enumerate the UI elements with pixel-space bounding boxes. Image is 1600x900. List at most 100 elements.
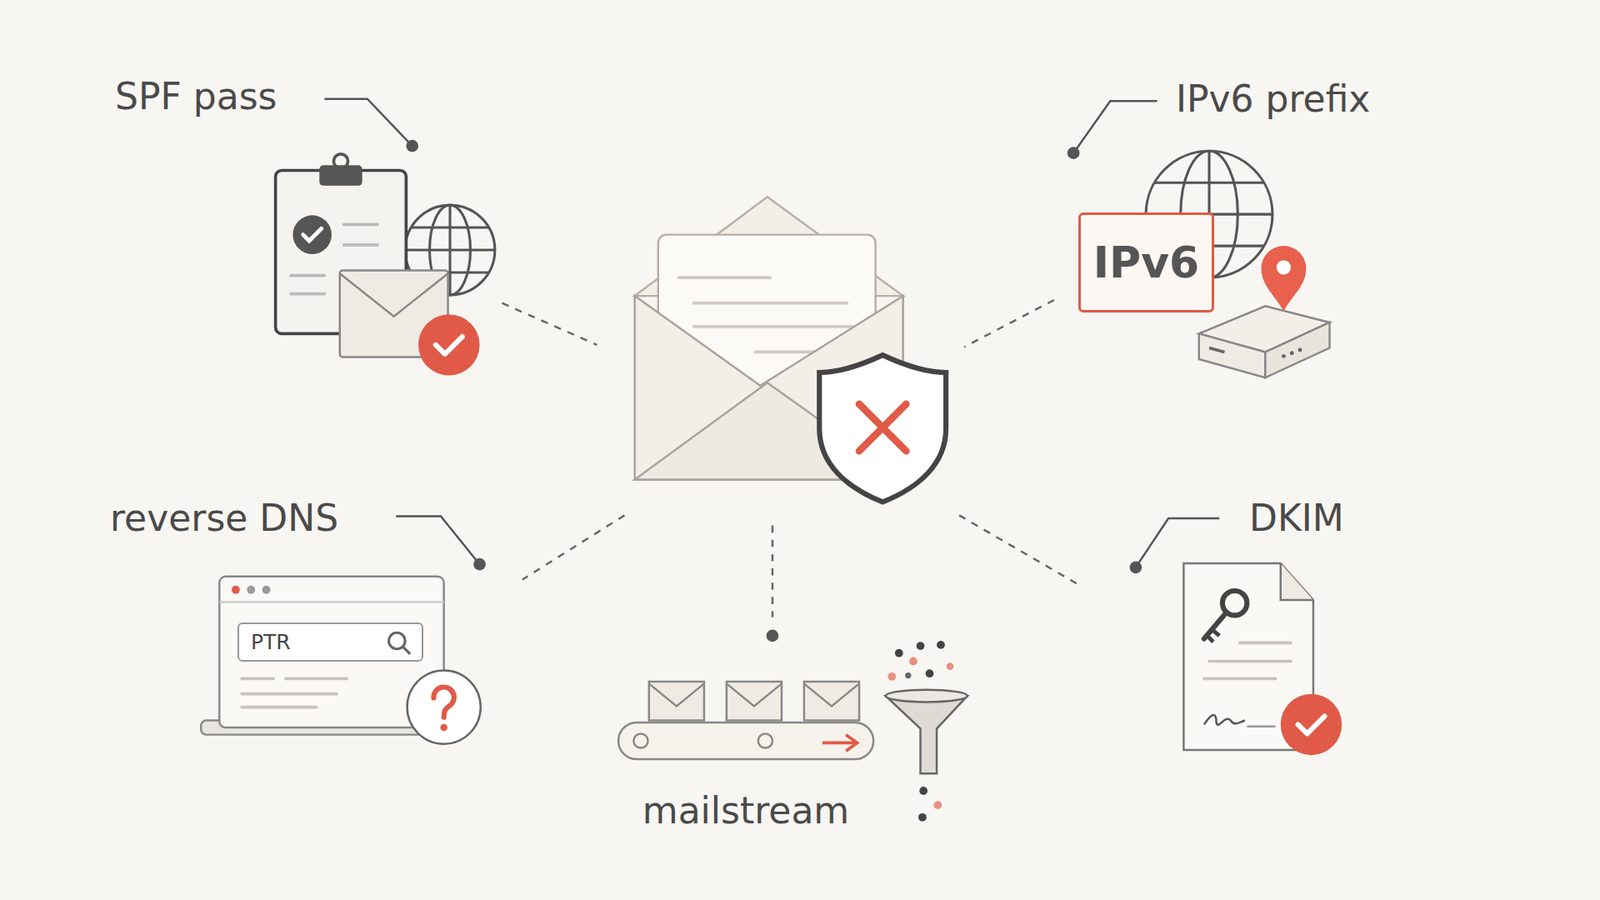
signed-document [1204,642,1291,679]
filter-funnel [936,640,945,650]
check-badge [1298,716,1325,735]
callout-label: SPF pass [115,73,432,120]
location-pin [1260,245,1306,311]
question-badge [407,670,481,744]
queued-envelope [726,683,782,706]
question-badge [407,670,481,744]
envelope-icon [694,325,853,329]
filter-funnel [909,657,918,666]
filter-funnel [925,669,935,678]
leader-line [1073,100,1157,153]
check-badge [418,314,480,375]
signed-document [1207,635,1214,642]
signed-document [1212,630,1220,636]
laptop-icon [389,632,406,650]
filter-funnel [885,640,968,822]
ipv6-badge: IPv6 [1078,212,1215,313]
filter-funnel [895,649,904,658]
filter-funnel [916,641,925,650]
leader-line [395,516,480,565]
illustration [200,99,1342,822]
queued-envelope [804,681,860,721]
conveyor-icon [758,733,773,748]
laptop-icon [241,692,337,696]
callout-label: IPv6 prefix [1175,75,1560,123]
leader-line [324,99,1220,568]
envelope-icon [678,277,852,352]
laptop-icon [241,705,316,710]
ipv6-globe [1154,181,1265,185]
clipboard-icon [303,228,322,241]
filter-funnel [933,800,942,810]
clipboard-icon [292,215,332,255]
leader-line [324,99,412,146]
filter-funnel [885,695,968,774]
spf-globe [410,226,489,230]
signed-document [1204,715,1245,725]
dashed-line [771,525,774,618]
router-icon [1281,354,1286,359]
laptop-icon [246,585,255,595]
clipboard-icon [344,223,378,227]
signed-document [1246,725,1275,728]
router-icon [1199,333,1266,378]
filter-funnel [905,672,911,679]
laptop-icon [262,585,271,595]
shield-icon [819,355,946,502]
check-badge [1280,694,1342,755]
shield-icon [819,355,946,502]
node-text: PTR [250,630,291,655]
mail-icon [340,273,449,316]
leader-dot [473,558,486,571]
dashed-line [522,515,625,580]
envelope-icon [678,275,770,280]
laptop-icon [241,676,274,680]
node-text: IPv6 [1093,237,1200,288]
queued-envelope [649,683,705,706]
leader-dot [766,630,780,643]
filter-funnel [946,662,955,670]
conveyor-icon [618,722,874,760]
dashed-line [501,303,597,345]
question-badge [433,687,454,718]
envelope-icon [694,301,848,305]
location-pin [1260,245,1306,311]
router-icon [1199,305,1330,378]
router-icon [1265,322,1330,378]
clipboard-icon [290,292,325,296]
dashed-line [964,300,1055,347]
conveyor-icon [845,735,857,752]
conveyor-icon [618,722,874,760]
signed-document [1204,676,1276,680]
conveyor-icon [633,733,648,748]
search-field: PTR [237,622,424,662]
leader-dot [1130,560,1143,574]
callout-label: DKIM [1249,495,1550,542]
laptop-icon [403,646,411,655]
queued-envelope [649,681,705,721]
clipboard-icon [344,243,378,247]
signed-document [1209,660,1291,664]
filter-funnel [919,786,928,795]
laptop-icon [285,676,347,680]
shield-icon [859,404,906,451]
clipboard-icon [319,165,362,185]
laptop-icon [237,622,424,662]
check-badge [418,314,480,375]
signed-document [1280,563,1314,600]
queued-envelope [726,681,782,721]
leader-dot [1067,146,1080,160]
laptop-icon [241,678,347,707]
check-badge [435,336,463,355]
laptop-icon [219,600,444,603]
signed-document [1204,612,1227,640]
leader-dot [405,140,1142,642]
queued-envelope [649,681,860,721]
filter-funnel [887,672,896,681]
signed-document [1240,641,1291,645]
laptop-icon [231,585,240,595]
leader-dot [405,140,419,153]
spf-globe [405,248,495,251]
